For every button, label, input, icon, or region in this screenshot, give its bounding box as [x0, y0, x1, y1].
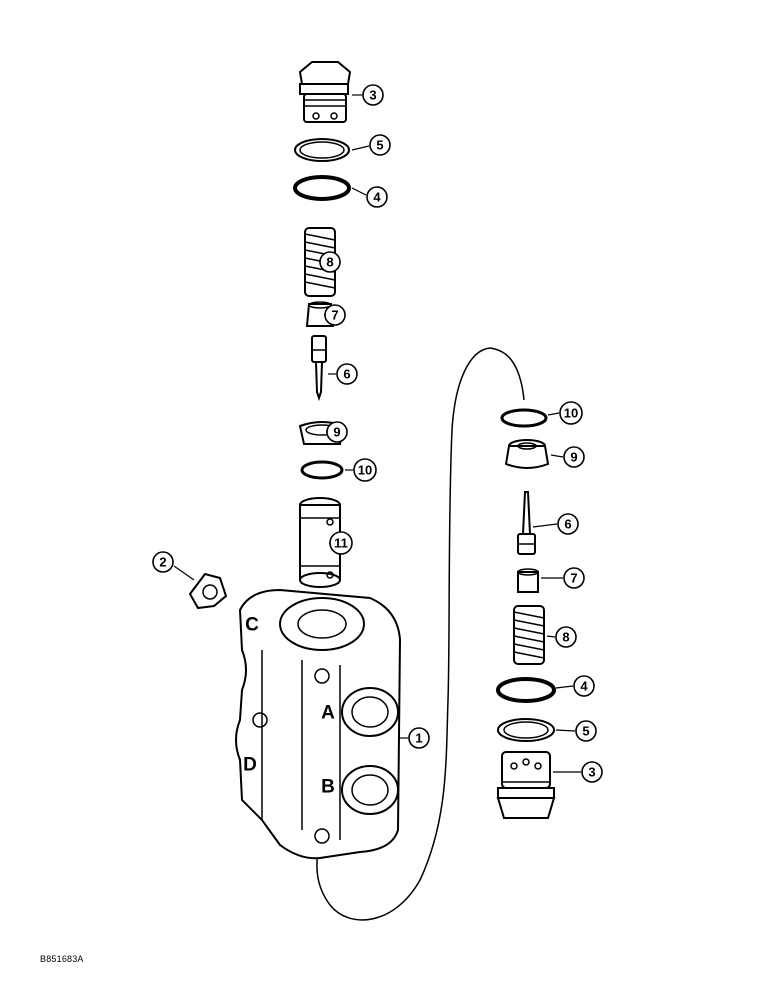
right-seat-oring — [500, 408, 548, 428]
svg-text:9: 9 — [570, 450, 577, 465]
svg-text:4: 4 — [580, 679, 588, 694]
port-letter-a: A — [321, 703, 335, 724]
callout-left-spring: 8 — [319, 251, 341, 273]
svg-text:1: 1 — [415, 731, 422, 746]
left-seat-oring — [300, 460, 344, 480]
callout-side-plug: 2 — [152, 551, 174, 573]
svg-text:7: 7 — [570, 571, 577, 586]
right-sleeve — [517, 568, 539, 593]
svg-text:4: 4 — [373, 190, 381, 205]
callout-right-spring: 8 — [555, 626, 577, 648]
callout-right-sleeve: 7 — [563, 567, 585, 589]
callout-right-seat: 9 — [563, 446, 585, 468]
svg-text:7: 7 — [331, 308, 338, 323]
callout-right-plug: 3 — [581, 761, 603, 783]
port-letter-c: C — [245, 615, 259, 636]
left-plug — [298, 61, 352, 123]
callout-valve-body: 1 — [408, 727, 430, 749]
right-poppet — [517, 491, 536, 555]
svg-text:5: 5 — [582, 724, 589, 739]
svg-text:8: 8 — [562, 630, 569, 645]
right-spring — [513, 605, 545, 665]
svg-text:3: 3 — [588, 765, 595, 780]
port-letter-b: B — [321, 777, 335, 798]
svg-text:6: 6 — [564, 517, 571, 532]
valve-body — [235, 588, 402, 860]
callout-left-seat-oring: 10 — [353, 458, 377, 482]
figure-id-label: B851683A — [40, 954, 84, 964]
left-backup-ring — [294, 138, 350, 162]
svg-text:10: 10 — [358, 463, 372, 478]
callout-left-plug: 3 — [362, 84, 384, 106]
svg-text:2: 2 — [159, 555, 166, 570]
callout-left-sleeve: 7 — [324, 304, 346, 326]
svg-text:11: 11 — [334, 536, 348, 551]
svg-text:3: 3 — [369, 88, 376, 103]
callout-right-backup-ring: 5 — [575, 720, 597, 742]
callout-right-poppet: 6 — [557, 513, 579, 535]
callout-right-seat-oring: 10 — [559, 401, 583, 425]
left-oring — [293, 175, 351, 201]
svg-text:6: 6 — [343, 367, 350, 382]
left-cartridge — [299, 497, 341, 588]
callout-left-poppet: 6 — [336, 363, 358, 385]
right-oring — [496, 677, 556, 703]
grouping-line — [316, 347, 525, 921]
right-plug — [496, 751, 556, 819]
left-poppet — [311, 335, 327, 402]
svg-text:5: 5 — [376, 138, 383, 153]
callout-left-oring: 4 — [366, 186, 388, 208]
callout-left-cartridge: 11 — [329, 531, 353, 555]
svg-text:10: 10 — [564, 406, 578, 421]
callout-left-seat: 9 — [326, 421, 348, 443]
svg-text:8: 8 — [326, 255, 333, 270]
port-letter-d: D — [243, 755, 257, 776]
right-seat — [504, 439, 550, 469]
callout-left-backup-ring: 5 — [369, 134, 391, 156]
side-plug — [188, 572, 228, 610]
callout-right-oring: 4 — [573, 675, 595, 697]
svg-text:9: 9 — [333, 425, 340, 440]
